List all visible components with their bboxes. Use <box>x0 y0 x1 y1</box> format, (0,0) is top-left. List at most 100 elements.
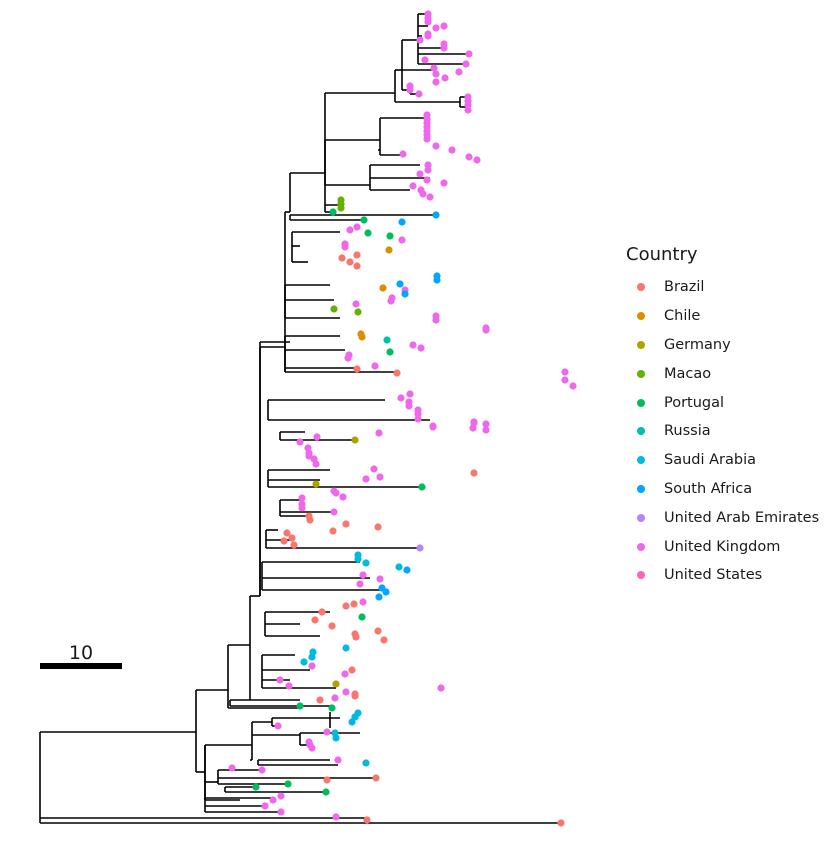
tree-tip <box>416 36 424 44</box>
legend-title: Country <box>626 244 698 265</box>
tree-tip <box>409 182 417 190</box>
tree-tip <box>328 704 336 712</box>
tree-tip <box>376 473 384 481</box>
tree-tip <box>440 44 448 52</box>
tree-tip <box>393 369 401 377</box>
tree-tip <box>362 759 370 767</box>
tree-tip <box>353 223 361 231</box>
tree-tip <box>470 469 478 477</box>
tree-tip <box>274 722 282 730</box>
tree-tip <box>569 382 577 390</box>
legend-dot-russia <box>637 427 645 436</box>
tree-tip <box>228 764 236 772</box>
tree-tip <box>441 74 449 82</box>
tree-tip <box>397 394 405 402</box>
tree-tip <box>561 376 569 384</box>
tree-tip <box>306 516 314 524</box>
legend-item-united-states: United States <box>626 561 819 590</box>
tree-tip <box>419 190 427 198</box>
tree-tip <box>464 101 472 109</box>
legend-item-portugal: Portugal <box>626 388 819 417</box>
tree-tip <box>464 106 472 114</box>
tree-tip <box>375 429 383 437</box>
tree-tip <box>415 90 423 98</box>
tree-tip <box>426 193 434 201</box>
tree-tip <box>418 483 426 491</box>
tree-tip <box>465 50 473 58</box>
legend-dot-united-states <box>637 571 645 580</box>
tree-tip <box>330 305 338 313</box>
tree-tip <box>269 796 277 804</box>
tree-tip <box>396 280 404 288</box>
tree-tip <box>430 64 438 72</box>
tree-tips <box>228 10 577 827</box>
legend-label-germany: Germany <box>664 336 731 353</box>
legend-dot-united-kingdom <box>637 542 645 551</box>
legend-dot-chile <box>637 312 645 321</box>
tree-tip <box>416 170 424 178</box>
tree-tip <box>561 368 569 376</box>
tree-tip <box>277 792 285 800</box>
tree-tip <box>311 616 319 624</box>
legend-dot-united-arab-emirates <box>637 513 645 522</box>
tree-tip <box>482 426 490 434</box>
tree-tip <box>409 341 417 349</box>
legend-item-south-africa: South Africa <box>626 475 819 504</box>
country-legend: Country Brazil Chile Germany Macao Portu… <box>626 244 819 590</box>
tree-tip <box>440 179 448 187</box>
tree-branches <box>39 13 560 824</box>
tree-tip <box>395 563 403 571</box>
tree-tip <box>414 415 422 423</box>
tree-tip <box>432 70 440 78</box>
tree-tip <box>330 508 338 516</box>
legend-label-saudi-arabia: Saudi Arabia <box>664 452 757 469</box>
tree-tip <box>432 211 440 219</box>
tree-tip <box>308 744 316 752</box>
legend-dot-brazil <box>637 283 645 292</box>
tree-tip <box>482 326 490 334</box>
tree-tip <box>465 153 473 161</box>
tree-tip <box>360 216 368 224</box>
tree-tip <box>440 22 448 30</box>
tree-tip <box>354 308 362 316</box>
tree-tip <box>424 166 432 174</box>
tree-tip <box>432 78 440 86</box>
tree-tip <box>342 602 350 610</box>
tree-tip <box>432 142 440 150</box>
tree-tip <box>482 420 490 428</box>
tree-tip <box>462 60 470 68</box>
tree-tip <box>403 566 411 574</box>
tree-tip <box>342 520 350 528</box>
legend-label-portugal: Portugal <box>664 394 725 411</box>
tree-tip <box>329 208 337 216</box>
tree-tip <box>359 571 367 579</box>
tree-tip <box>277 808 285 816</box>
tree-tip <box>353 365 361 373</box>
tree-tip <box>406 390 414 398</box>
tree-tip <box>339 493 347 501</box>
tree-tip <box>421 56 429 64</box>
tree-tip <box>358 333 366 341</box>
tree-tip <box>372 774 380 782</box>
tree-tip <box>424 18 432 26</box>
tree-tip <box>398 218 406 226</box>
tree-tip <box>308 653 316 661</box>
legend-item-chile: Chile <box>626 302 819 331</box>
legend-item-united-arab-emirates: United Arab Emirates <box>626 503 819 532</box>
tree-tip <box>290 541 298 549</box>
legend-item-united-kingdom: United Kingdom <box>626 532 819 561</box>
tree-tip <box>380 636 388 644</box>
tree-tip <box>358 613 366 621</box>
tree-tip <box>341 243 349 251</box>
tree-tip <box>305 738 313 746</box>
tree-tip <box>332 813 340 821</box>
tree-tip <box>398 236 406 244</box>
tree-tip <box>318 608 326 616</box>
legend-label-united-arab-emirates: United Arab Emirates <box>664 509 820 526</box>
legend-item-macao: Macao <box>626 359 819 388</box>
tree-tip <box>383 336 391 344</box>
legend-label-russia: Russia <box>664 423 711 440</box>
tree-tip <box>424 32 432 40</box>
tree-tip <box>379 284 387 292</box>
tree-tip <box>329 527 337 535</box>
